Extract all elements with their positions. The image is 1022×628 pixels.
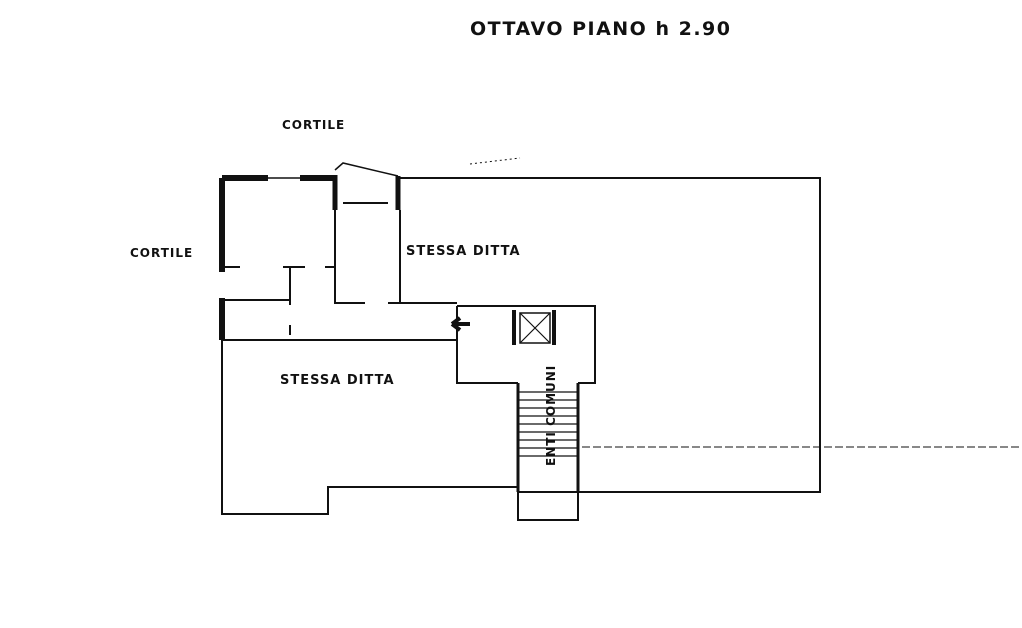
elevator-shaft-icon [519, 312, 551, 344]
stair-steps [518, 391, 578, 457]
label-enti-comuni: ENTI COMUNI [544, 364, 558, 466]
label-cortile-top: CORTILE [282, 118, 346, 132]
label-stessa-ditta-lower: STESSA DITTA [280, 373, 395, 388]
stair-extension [517, 491, 579, 521]
landing-box [456, 305, 596, 384]
outline-right-area [400, 177, 821, 493]
stair-walls [516, 383, 580, 492]
entrance-arrow-icon [450, 316, 470, 332]
outline-lower-area [221, 340, 518, 515]
page-title: OTTAVO PIANO h 2.90 [470, 18, 732, 40]
label-cortile-left: CORTILE [130, 246, 194, 260]
label-stessa-ditta-upper: STESSA DITTA [406, 244, 521, 259]
